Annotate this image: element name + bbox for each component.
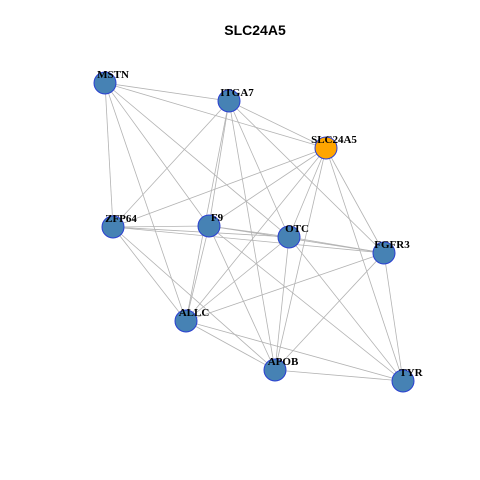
edge-mstn-allc xyxy=(104,82,187,322)
edge-zfp64-allc xyxy=(112,226,187,322)
edge-otc-fgfr3 xyxy=(288,236,385,254)
node-fgfr3[interactable] xyxy=(372,241,396,265)
edge-otc-apob xyxy=(274,236,290,371)
node-label-mstn: MSTN xyxy=(97,69,129,81)
edge-fgfr3-tyr xyxy=(383,252,404,382)
node-otc[interactable] xyxy=(277,225,301,249)
edge-zfp64-fgfr3 xyxy=(112,226,385,254)
edge-mstn-f9 xyxy=(104,82,210,227)
graph-title: SLC24A5 xyxy=(224,22,286,38)
edge-slc24a5-fgfr3 xyxy=(325,147,385,254)
edge-slc24a5-zfp64 xyxy=(112,147,327,228)
edge-f9-apob xyxy=(208,225,276,371)
edge-zfp64-f9 xyxy=(112,225,210,228)
node-label-zfp64: ZFP64 xyxy=(105,213,137,225)
node-label-tyr: TYR xyxy=(399,367,423,379)
edge-f9-allc xyxy=(185,225,210,322)
node-itga7[interactable] xyxy=(217,89,241,113)
edge-itga7-otc xyxy=(228,100,290,238)
edge-layer xyxy=(104,82,404,382)
edge-itga7-slc24a5 xyxy=(228,100,327,149)
edge-mstn-itga7 xyxy=(104,82,230,102)
edge-itga7-zfp64 xyxy=(112,100,230,228)
edge-fgfr3-allc xyxy=(185,252,385,322)
edge-zfp64-apob xyxy=(112,226,276,371)
edge-otc-allc xyxy=(185,236,290,322)
edge-itga7-fgfr3 xyxy=(228,100,385,254)
node-label-fgfr3: FGFR3 xyxy=(374,239,410,251)
edge-allc-apob xyxy=(185,320,276,371)
node-allc[interactable] xyxy=(174,309,198,333)
edge-slc24a5-f9 xyxy=(208,147,327,227)
node-zfp64[interactable] xyxy=(101,215,125,239)
edge-itga7-f9 xyxy=(208,100,230,227)
node-apob[interactable] xyxy=(263,358,287,382)
node-label-otc: OTC xyxy=(285,223,309,235)
edge-allc-tyr xyxy=(185,320,404,382)
node-label-f9: F9 xyxy=(211,212,224,224)
node-label-apob: APOB xyxy=(268,356,299,368)
edge-apob-tyr xyxy=(274,369,404,382)
edge-slc24a5-tyr xyxy=(325,147,404,382)
edge-slc24a5-otc xyxy=(288,147,327,238)
edge-slc24a5-allc xyxy=(185,147,327,322)
node-label-slc24a5: SLC24A5 xyxy=(311,134,357,146)
node-mstn[interactable] xyxy=(93,71,117,95)
edge-mstn-otc xyxy=(104,82,290,238)
node-slc24a5[interactable] xyxy=(314,136,338,160)
node-tyr[interactable] xyxy=(391,369,415,393)
edge-otc-tyr xyxy=(288,236,404,382)
node-label-itga7: ITGA7 xyxy=(220,87,254,99)
edge-itga7-apob xyxy=(228,100,276,371)
node-layer xyxy=(93,71,415,393)
node-label-allc: ALLC xyxy=(179,307,210,319)
node-f9[interactable] xyxy=(197,214,221,238)
edge-itga7-allc xyxy=(185,100,230,322)
edge-mstn-zfp64 xyxy=(104,82,114,228)
edge-slc24a5-apob xyxy=(274,147,327,371)
edge-f9-tyr xyxy=(208,225,404,382)
